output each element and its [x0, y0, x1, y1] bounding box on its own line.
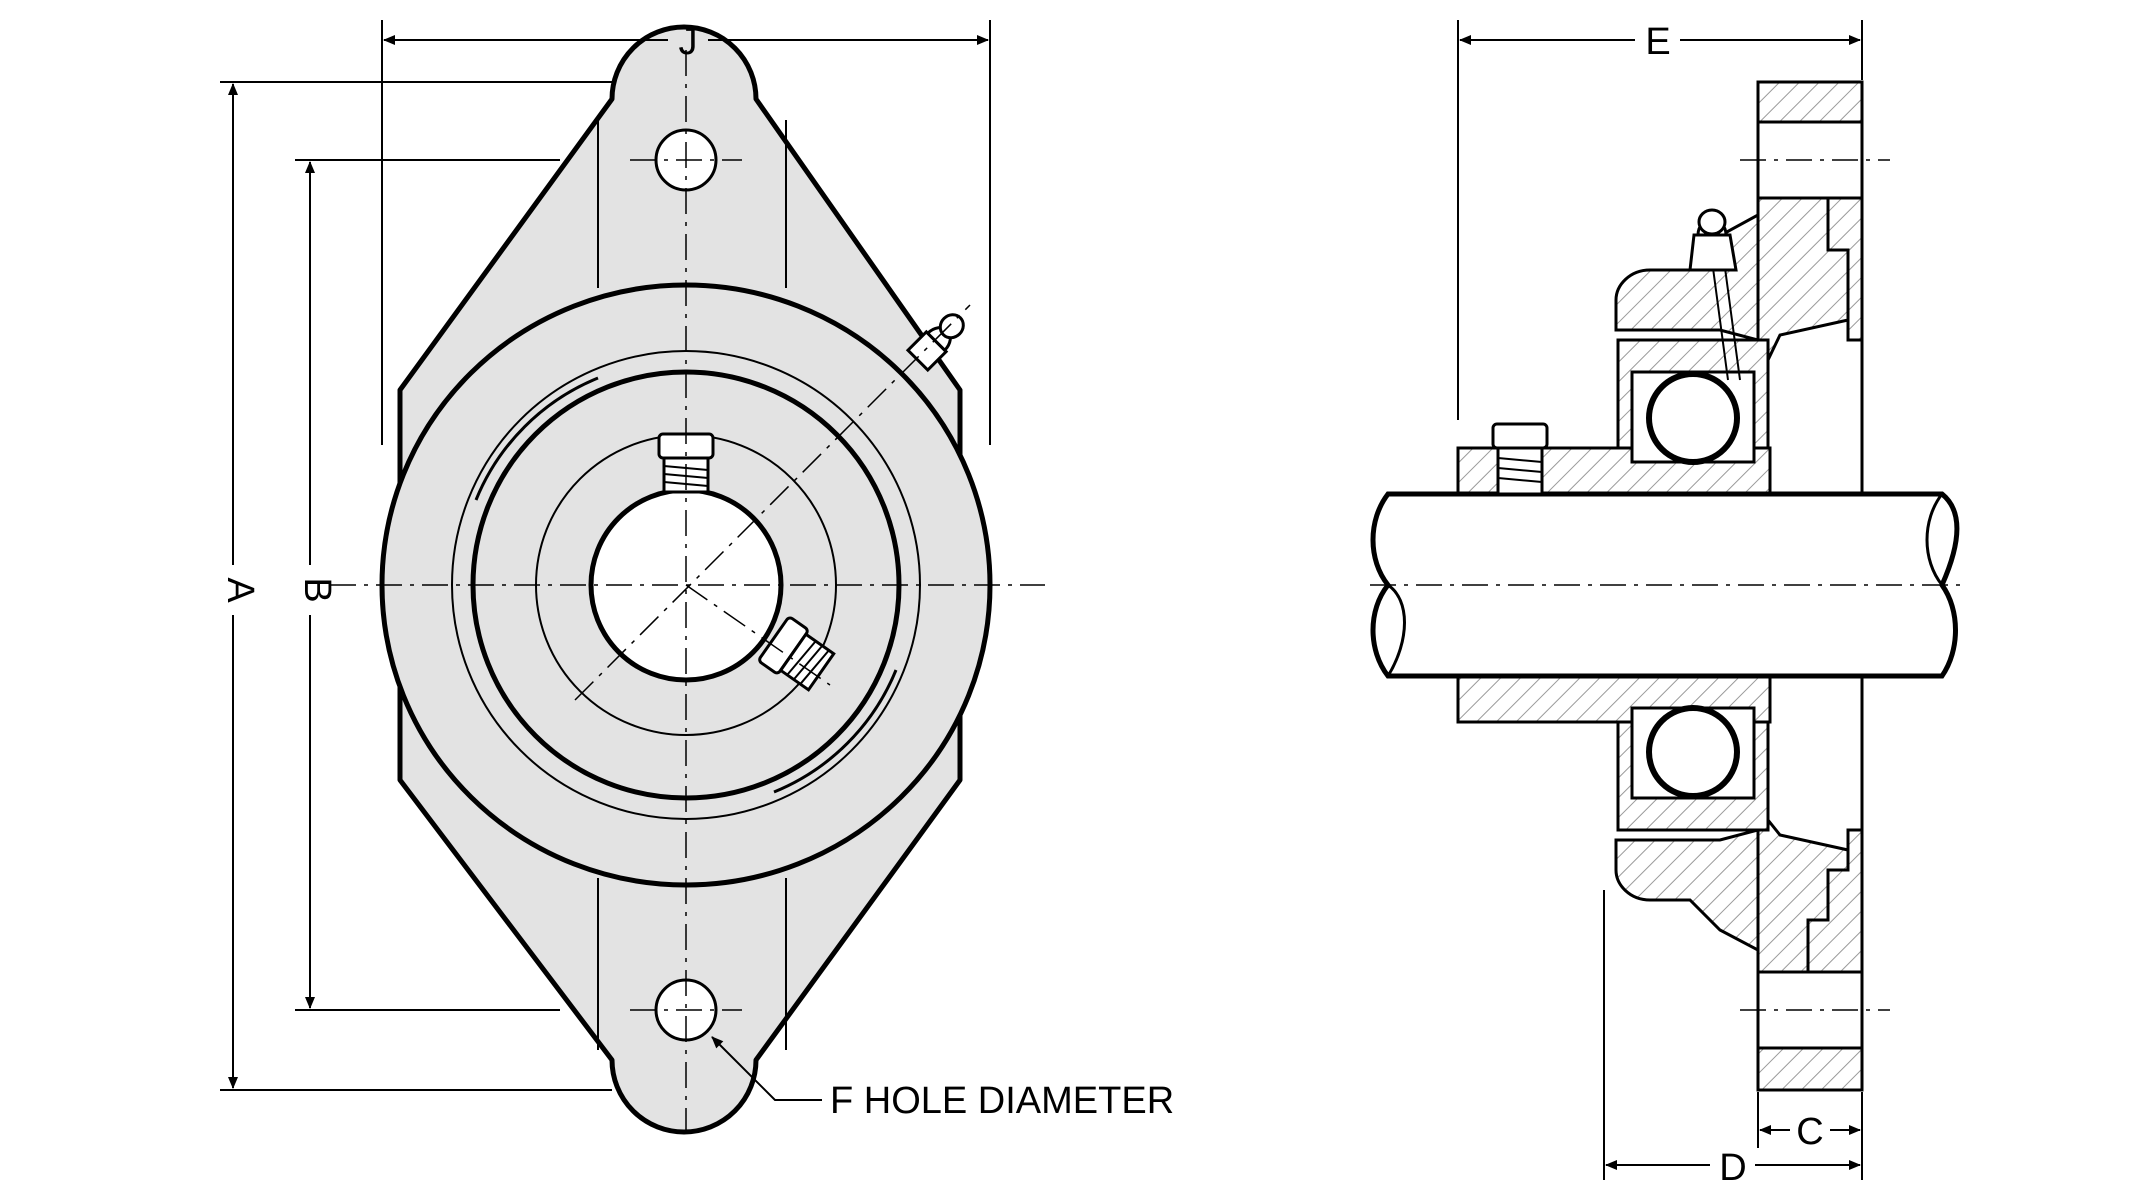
dimension-lines — [220, 20, 1863, 1180]
front-centerlines — [330, 50, 1045, 1140]
slot-arc-lower-inner — [768, 664, 885, 781]
dim-label-b: B — [296, 577, 338, 602]
set-screw-angled — [758, 616, 836, 692]
dim-label-e: E — [1645, 21, 1670, 63]
grease-fitting-front — [905, 313, 965, 373]
housing-section-body-lower — [1614, 713, 1850, 1002]
ball-lower — [1646, 705, 1740, 799]
front-view — [330, 24, 1045, 1140]
slot-arc-upper-inner — [487, 389, 604, 506]
dim-label-j: J — [679, 21, 698, 63]
ball-upper — [1646, 371, 1740, 465]
lug-edge-lines — [597, 120, 787, 1050]
housing-section-body-upper — [1614, 168, 1850, 457]
slot-arc-lower — [773, 669, 898, 794]
dim-label-a: A — [219, 577, 261, 603]
section-view — [1370, 80, 1960, 1092]
slot-arc-upper — [474, 376, 599, 501]
dim-label-c: C — [1796, 1111, 1823, 1153]
section-centerlines — [1370, 159, 1960, 1011]
hole-diameter-label: F HOLE DIAMETER — [830, 1080, 1174, 1122]
grease-fitting-side — [1688, 208, 1738, 272]
hole-leader — [711, 1036, 822, 1101]
set-screw-side — [1491, 422, 1549, 496]
grease-passage — [1712, 267, 1741, 381]
dim-label-d: D — [1719, 1147, 1746, 1189]
